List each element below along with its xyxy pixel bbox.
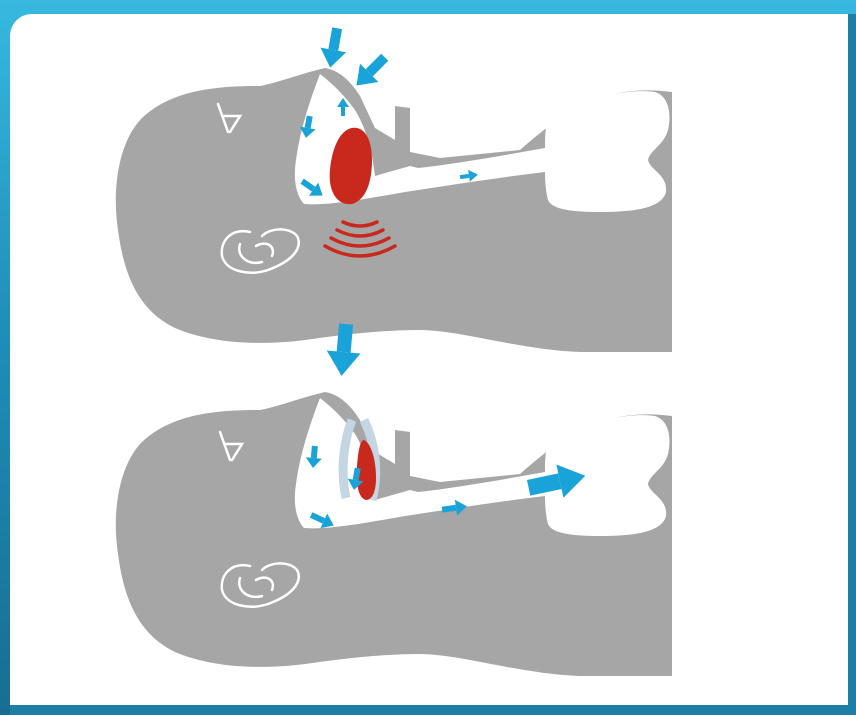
arrow-icon [347, 48, 394, 95]
figure-obstructed-airway [116, 26, 672, 352]
figure-open-airway [116, 323, 672, 676]
arrow-icon [317, 26, 350, 70]
lung-cavity-top [545, 91, 670, 212]
